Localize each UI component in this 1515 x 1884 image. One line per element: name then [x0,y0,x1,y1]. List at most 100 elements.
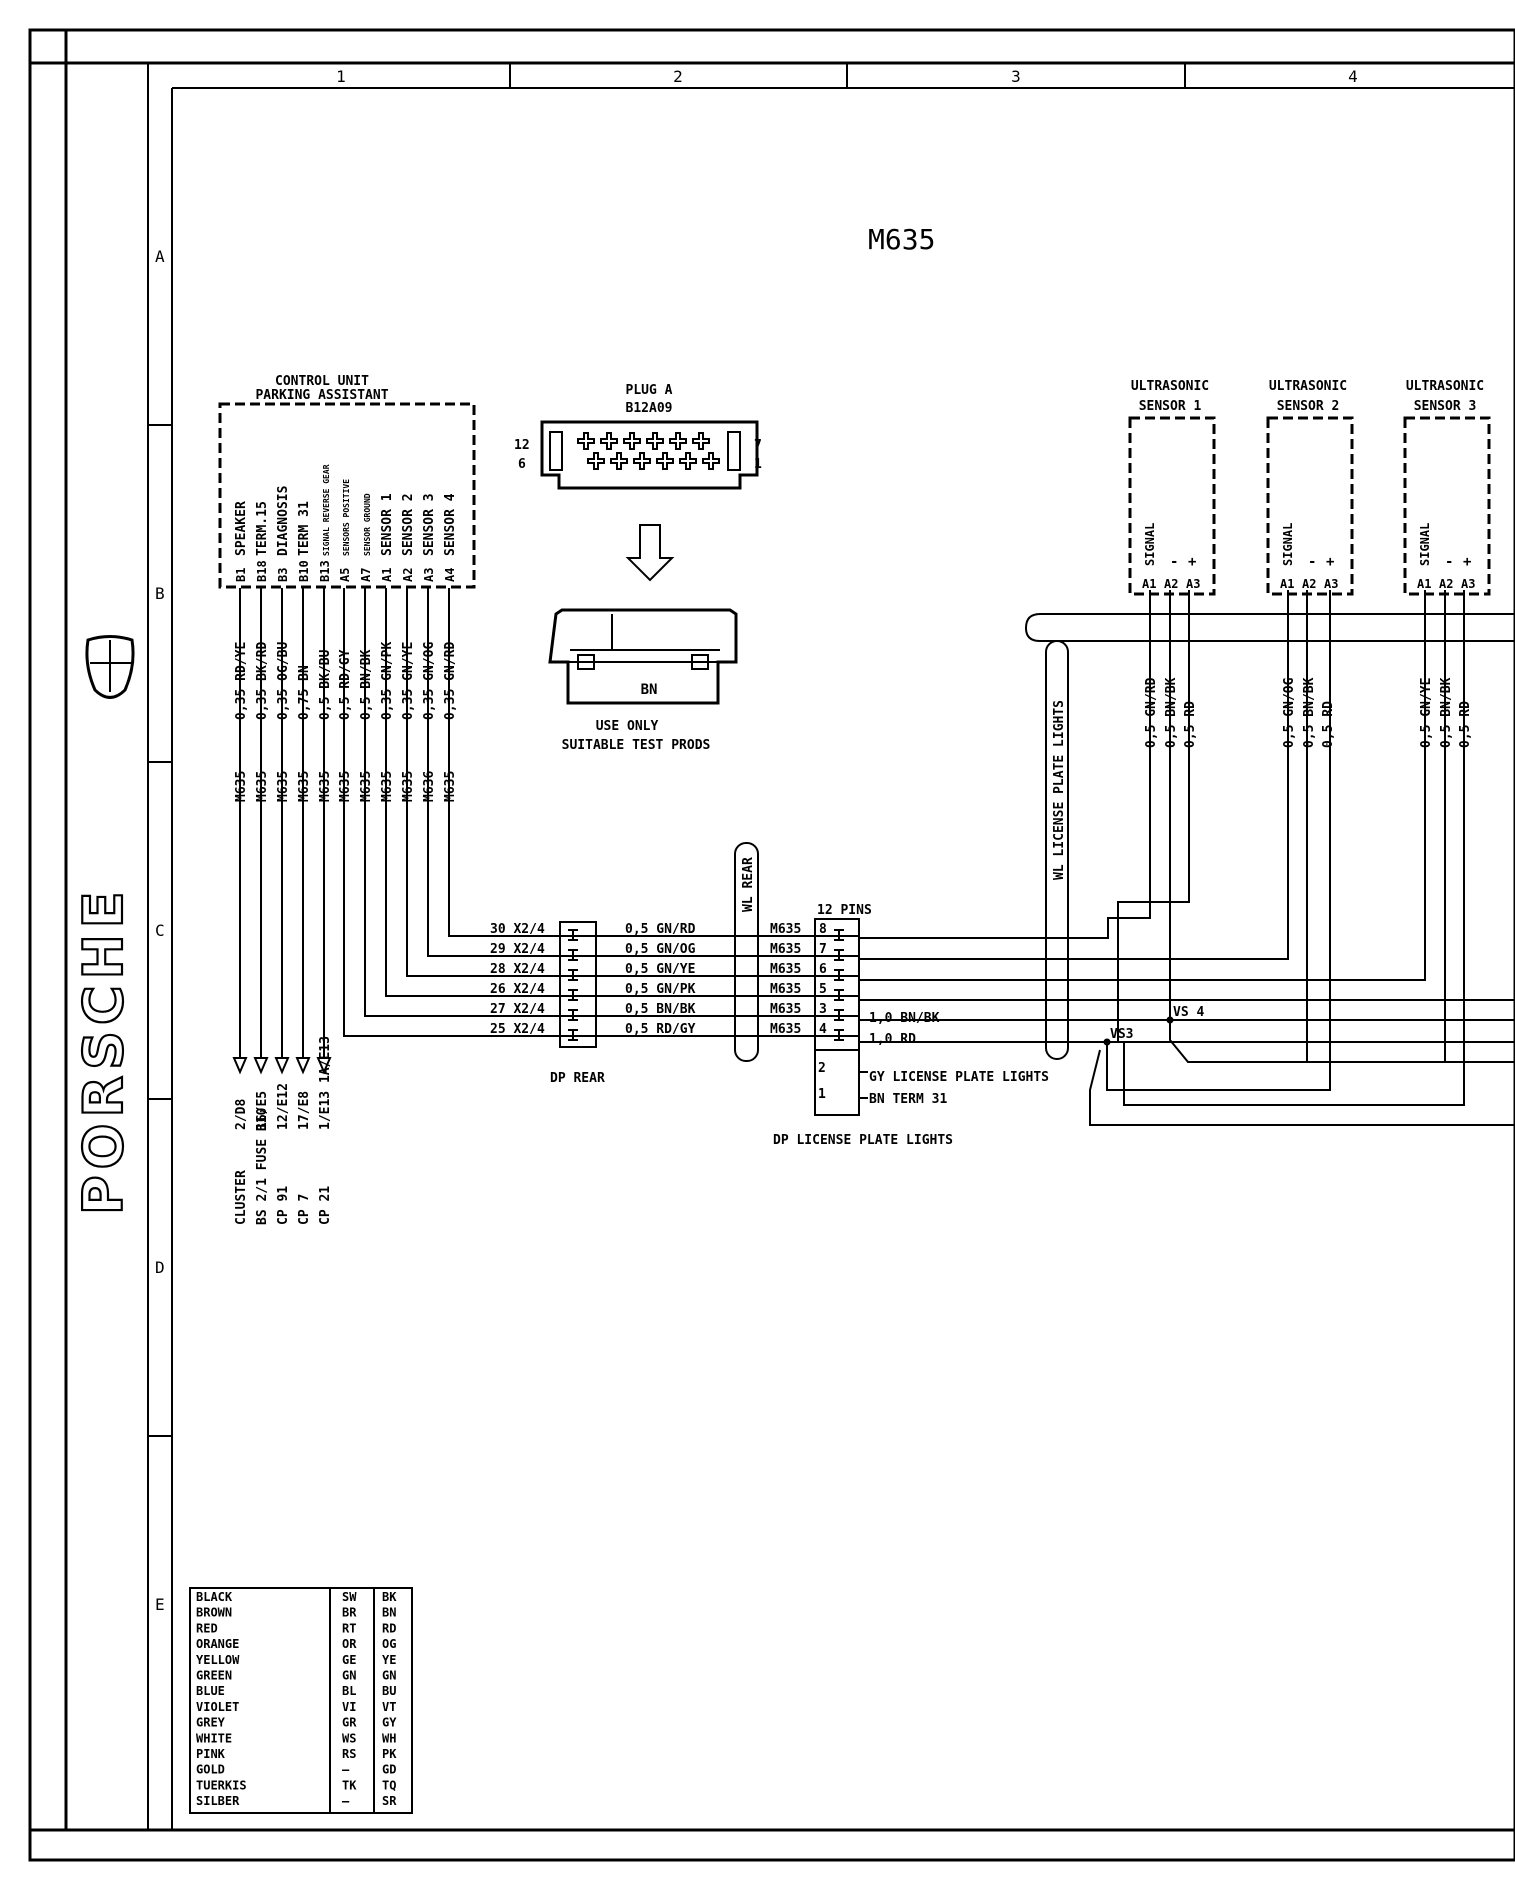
diagram-title: M635 [868,223,935,256]
gy-license-plate-lights: GY LICENSE PLATE LIGHTS [869,1070,1049,1085]
legend-code-de: OR [342,1637,357,1651]
cu-pin-label: SENSOR GROUND [363,493,372,556]
cu-pin-id: A5 [338,568,352,582]
legend-color-name: RED [196,1621,218,1635]
destination-name: CP 91 [276,1186,291,1225]
cu-pin-label: SENSOR 4 [443,493,458,556]
cu-pin-label: SPEAKER [234,501,249,556]
legend-color-name: GOLD [196,1763,225,1777]
dp-license-pin-num: 6 [819,962,827,977]
wl-license-plate-lights-loom: WL LICENSE PLATE LIGHTS [1024,613,1515,1060]
sensor-signal-label: SIGNAL [1418,523,1432,566]
sensor-pin-a2: A2 [1302,577,1316,591]
wire-label: 0,5 RD/GY [338,649,353,720]
sensor-minus-label: - [1308,554,1316,570]
legend-code-de: WS [342,1731,356,1745]
cu-pin-id: B18 [255,560,269,582]
brand-logo-text: PORSCHE [72,885,135,1215]
sheet-frame [28,28,1515,1862]
cu-pin: A2 SENSOR 2 [401,493,416,620]
destination-ref: 17/E8 [297,1091,312,1130]
plug-note-line1: USE ONLY [596,719,659,734]
dp-license-pin-num: 8 [819,922,827,937]
legend-code-en: TQ [382,1778,396,1792]
legend-code-en: GY [382,1716,397,1730]
terminal-icon [568,949,578,961]
sensor-signal-label: SIGNAL [1281,523,1295,566]
legend-code-en: GN [382,1669,396,1683]
harness-code: M635 [401,771,416,802]
sensor-routing: VS 4 VS3 [860,590,1515,1126]
row-label: D [155,1258,165,1277]
legend-color-name: BLACK [196,1590,233,1604]
harness-code: M635 [338,771,353,802]
dp-license-pin-num: 4 [819,1022,827,1037]
plug-pin-6: 6 [518,457,526,472]
sensor-wire-label: 0,5 RD [1321,701,1336,748]
plug-pin-cell [577,432,595,450]
cu-pin-label: SENSOR 1 [380,493,395,556]
dp-rear-pin: 25 X2/4 [490,1022,545,1037]
plug-pin-cell [610,452,628,470]
destination-name: CP 7 [297,1194,312,1225]
sensor-wire-label: 0,5 BN/BK [1164,677,1179,748]
destination-name: CLUSTER [234,1170,249,1225]
plug-title: PLUG A [626,383,673,398]
sensor-title-line2: SENSOR 3 [1414,399,1477,414]
harness-code: M635 [359,771,374,802]
legend-code-en: BU [382,1684,396,1698]
cu-pin-id: B3 [276,568,290,582]
cu-pin-label: SENSORS POSITIVE [342,479,351,556]
wire-label: 0,35 GN/RD [443,642,458,720]
wire-label: 0,35 GN/YE [401,642,416,720]
row-label: C [155,921,165,940]
sensor-wire-label: 0,5 GN/OG [1282,677,1297,748]
legend-code-de: GN [342,1669,356,1683]
terminal-icon [834,1029,844,1041]
destination-name: BS 2/1 FUSE B10 [255,1107,270,1225]
wire-label: 0,35 OG/BU [276,642,291,720]
legend-code-en: RD [382,1621,396,1635]
legend-color-name: VIOLET [196,1700,239,1714]
sensor-title-line2: SENSOR 2 [1277,399,1340,414]
dp-rear-pin: 28 X2/4 [490,962,545,977]
porsche-crest-icon [85,635,135,699]
terminal-icon [568,969,578,981]
sensor-pin-a2: A2 [1439,577,1453,591]
dp-license-plate-lights-connector: 12 PINS 2 1 GY LICENSE PLATE LIGHTS BN T… [773,903,1049,1148]
dp-rear-label: DP REAR [550,1071,605,1086]
terminal-icon [568,1029,578,1041]
legend-code-en: OG [382,1637,396,1651]
down-arrow-icon [625,524,675,582]
sensor-plus-label: + [1463,554,1471,570]
terminal-icon [834,929,844,941]
cu-pin: B3 DIAGNOSIS [276,485,291,620]
pins-title: 12 PINS [817,903,872,918]
harness-code: M636 [422,771,437,802]
cu-pin-id: A2 [401,568,415,582]
legend-color-name: GREEN [196,1669,232,1683]
legend-code-de: SW [342,1590,357,1604]
legend-code-en: BK [382,1590,397,1604]
legend-code-en: SR [382,1794,397,1808]
legend-code-de: VI [342,1700,356,1714]
terminal-icon [834,969,844,981]
dp-license-pin-num: 7 [819,942,827,957]
legend-color-name: YELLOW [196,1653,240,1667]
control-unit-title-line2: PARKING ASSISTANT [255,388,388,403]
pin-1: 1 [818,1087,826,1102]
dp-rear-wire: 0,5 GN/YE [625,962,695,977]
plug-pin-cell [600,432,618,450]
terminal-icon [568,1009,578,1021]
dp-license-pin-num: 3 [819,1002,827,1017]
plug-pin-cell [656,452,674,470]
cu-pin-label: SENSOR 2 [401,493,416,556]
cu-pin-label: DIAGNOSIS [276,485,291,556]
